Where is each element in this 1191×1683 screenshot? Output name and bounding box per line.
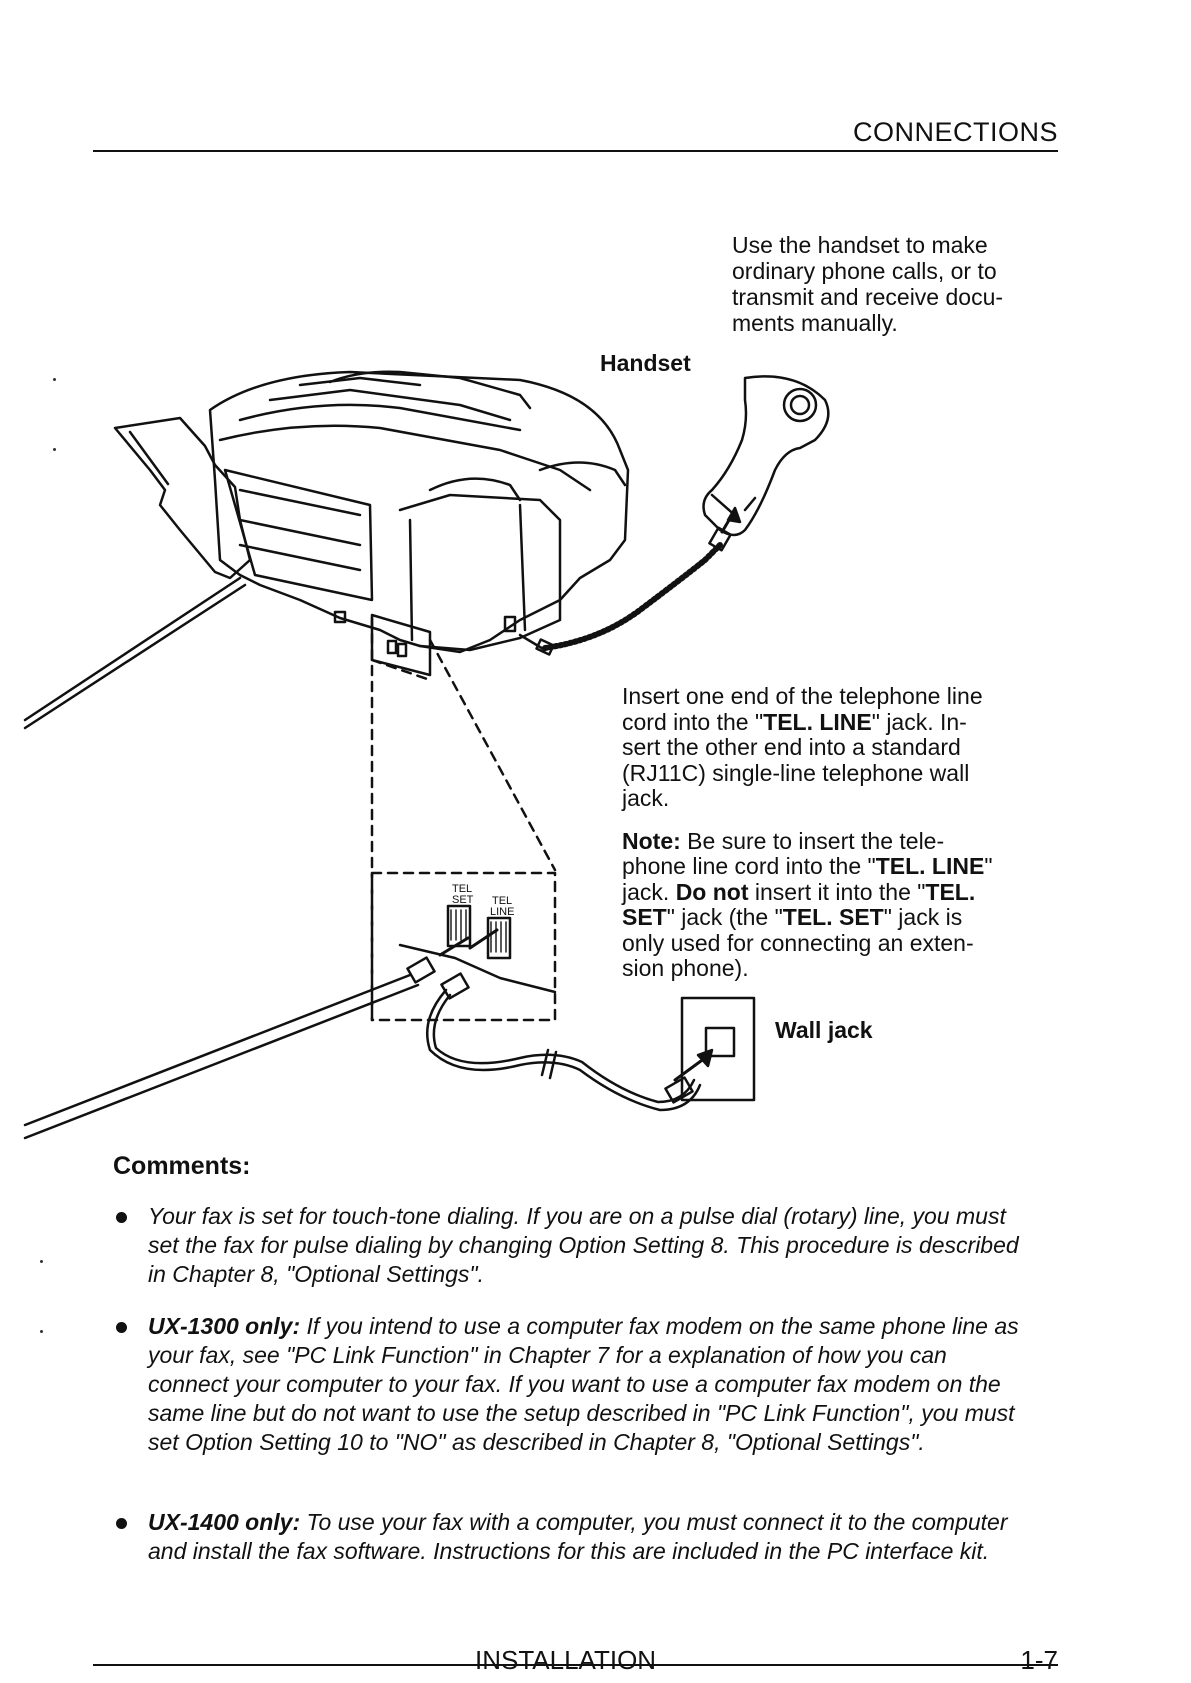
jack-label-tel-set-line1: TEL: [452, 883, 472, 895]
page-number: 1-7: [1020, 1645, 1058, 1675]
handset-label: Handset: [600, 350, 691, 376]
wall-jack-label: Wall jack: [775, 1017, 873, 1043]
note-text: jack.: [622, 878, 676, 905]
note-label: Note:: [622, 827, 681, 854]
note-emphasis: TEL. SET: [782, 904, 884, 930]
note-emphasis: Do not: [675, 878, 749, 905]
header-rule: [93, 150, 1058, 152]
note-text: " jack (the ": [666, 904, 783, 930]
bullet-dot-icon: [116, 1518, 127, 1529]
connection-instructions: Insert one end of the telephone line cor…: [622, 683, 1042, 982]
note-text: insert it into the ": [748, 878, 926, 905]
jack-label-tel-set-line2: SET: [452, 894, 474, 906]
footer-rule: [93, 1664, 1058, 1666]
insert-line: (RJ11C) single-line telephone wall: [622, 759, 970, 786]
scan-speck: [53, 378, 56, 381]
insert-line: jack.: [622, 785, 670, 811]
comment-bullet: Your fax is set for touch-tone dialing. …: [116, 1202, 1028, 1289]
footer-section-title: INSTALLATION: [475, 1645, 657, 1675]
note: Note: Be sure to insert the tele- phone …: [622, 827, 1042, 982]
scan-speck: [40, 1330, 43, 1333]
insert-line: sert the other end into a standard: [622, 734, 961, 760]
jack-label-tel-line-line1: TEL: [492, 895, 512, 907]
comments-heading: Comments:: [113, 1152, 251, 1180]
insert-line: Insert one end of the telephone line: [622, 683, 983, 709]
note-text: phone line cord into the ": [622, 853, 876, 879]
scan-speck: [53, 448, 56, 451]
note-text: only used for connecting an exten-: [622, 929, 974, 956]
note-text: sion phone).: [622, 955, 749, 981]
comment-text: Your fax is set for touch-tone dialing. …: [148, 1203, 1019, 1287]
handset-desc-line: Use the handset to make: [732, 232, 988, 258]
note-text: " jack is: [883, 904, 963, 930]
note-text: Be sure to insert the tele-: [680, 827, 945, 854]
handset-desc-line: transmit and receive docu-: [732, 284, 1004, 310]
bullet-dot-icon: [116, 1322, 127, 1333]
comment-text: To use your fax with a computer, you mus…: [148, 1509, 1008, 1564]
comment-bullet: UX-1400 only: To use your fax with a com…: [116, 1508, 1028, 1566]
note-text: ": [984, 853, 993, 879]
handset-desc-line: ordinary phone calls, or to: [732, 258, 997, 284]
jack-label-tel-line-line2: LINE: [490, 906, 514, 918]
bullet-dot-icon: [116, 1212, 127, 1223]
note-emphasis: TEL. LINE: [875, 853, 985, 879]
comment-bullet: UX-1300 only: If you intend to use a com…: [116, 1312, 1028, 1457]
handset-description: Use the handset to make ordinary phone c…: [732, 232, 1062, 336]
handset-desc-line: ments manually.: [732, 310, 898, 336]
note-emphasis: SET: [622, 904, 667, 930]
note-emphasis: TEL.: [925, 878, 976, 905]
page-header-title: CONNECTIONS: [852, 117, 1058, 147]
insert-line: cord into the "TEL. LINE" jack. In-: [622, 708, 967, 735]
insert-instruction: Insert one end of the telephone line cor…: [622, 683, 1042, 812]
scan-speck: [40, 1260, 43, 1263]
comment-lead: UX-1300 only:: [148, 1313, 301, 1339]
comment-text: If you intend to use a computer fax mode…: [148, 1313, 1019, 1455]
comment-lead: UX-1400 only:: [148, 1509, 301, 1535]
